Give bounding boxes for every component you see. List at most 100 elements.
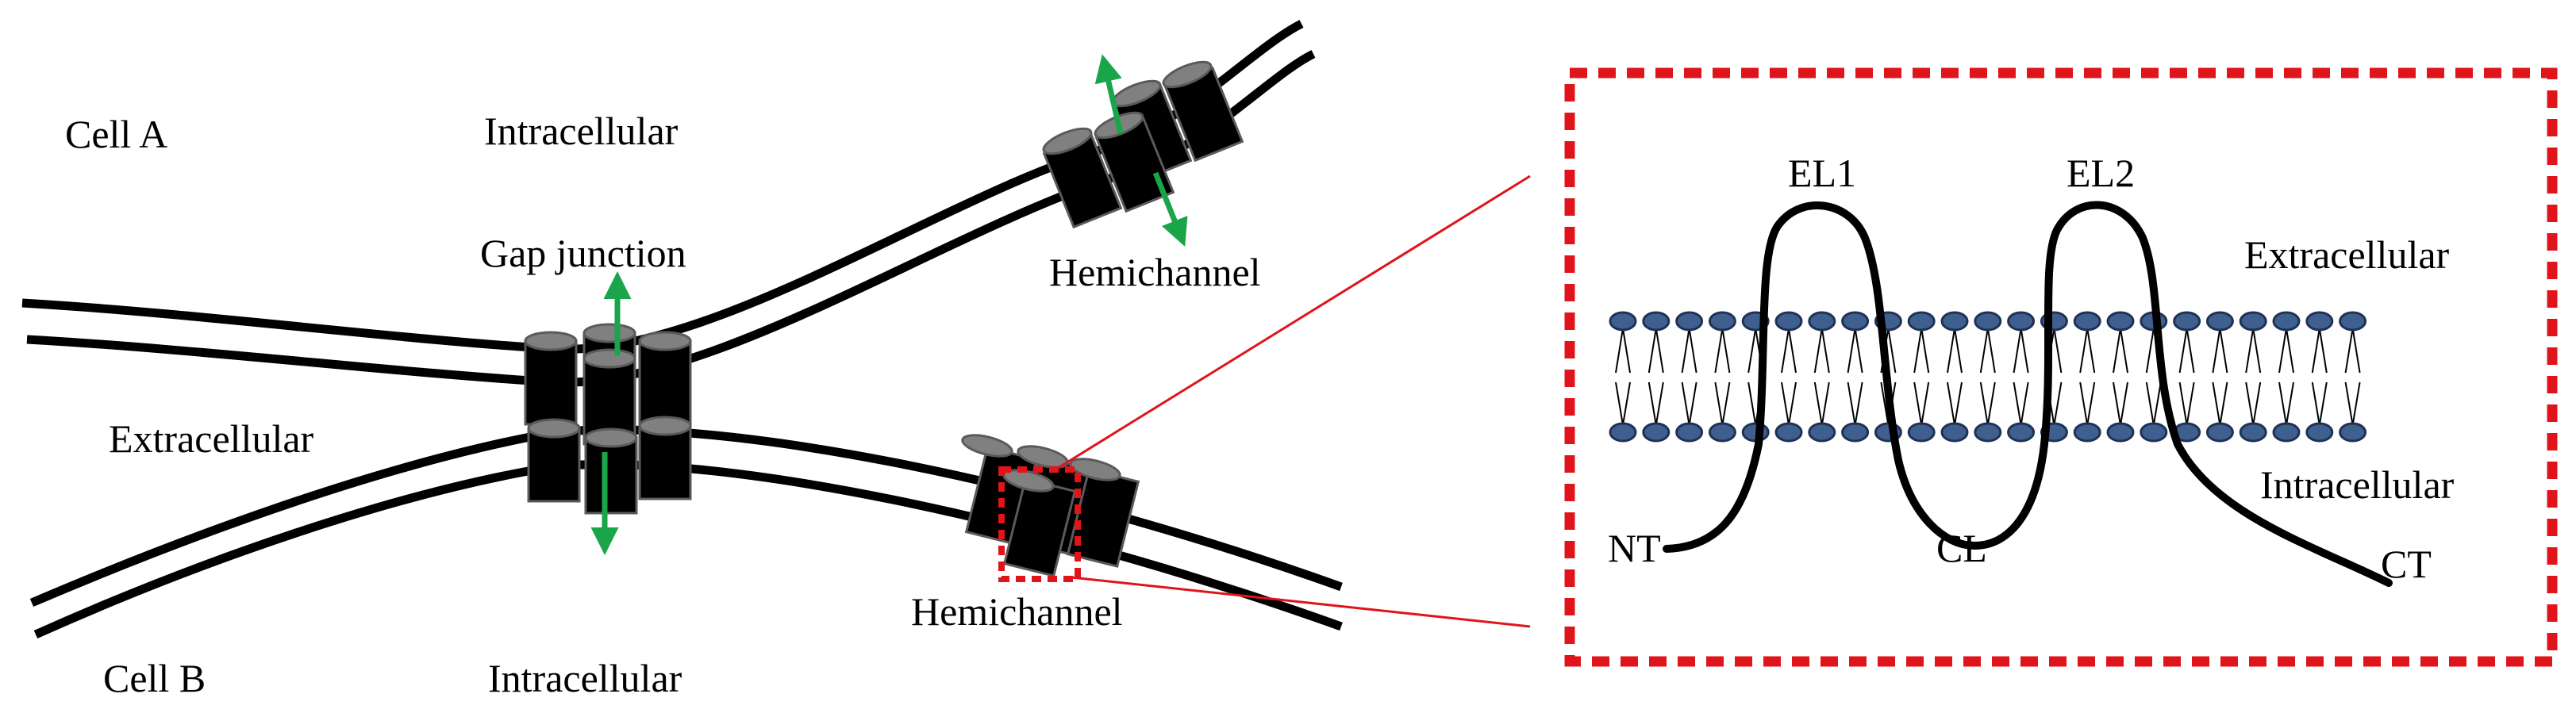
- lipid-tail: [2120, 381, 2128, 426]
- lipid-tail: [1847, 328, 1856, 374]
- lipid-tail: [1655, 381, 1664, 426]
- lipid-tail: [1979, 381, 1989, 426]
- lipid-head: [1675, 311, 1704, 332]
- lipid-tail: [1781, 381, 1790, 426]
- lipid-head: [2106, 311, 2135, 332]
- lipid-tail: [2079, 328, 2089, 374]
- lipid-tail: [2013, 381, 2022, 426]
- label-extracellular-inset: Extracellular: [2244, 232, 2450, 277]
- lipid-tail: [2178, 381, 2188, 426]
- lipid-head: [1907, 311, 1936, 332]
- lipid-head: [1841, 311, 1870, 332]
- label-hemichannel-bottom: Hemichannel: [911, 589, 1123, 634]
- label-intracellular-inset: Intracellular: [2260, 462, 2455, 507]
- lipid-head: [2305, 422, 2334, 443]
- gap-junction-lower-connexon: [527, 416, 692, 515]
- lipid-tail: [1681, 328, 1690, 374]
- lipid-head: [2007, 422, 2036, 443]
- lipid-head: [2339, 311, 2367, 332]
- lipid-head: [2073, 422, 2101, 443]
- label-intracellular-top: Intracellular: [484, 109, 679, 153]
- lipid-tail: [1721, 381, 1731, 426]
- label-cell-b: Cell B: [103, 656, 206, 700]
- gap-junction-flux-arrows: [590, 271, 632, 555]
- lipid-tail: [2145, 381, 2155, 426]
- lipid-tail: [1622, 328, 1631, 374]
- label-hemichannel-top: Hemichannel: [1049, 250, 1261, 294]
- lipid-tail: [2079, 381, 2089, 426]
- lipid-head: [1808, 311, 1836, 332]
- lipid-tail: [2286, 328, 2294, 374]
- label-el2: EL2: [2067, 151, 2135, 195]
- lipid-tail: [1847, 381, 1856, 426]
- lipid-tail: [1688, 328, 1697, 374]
- lipid-tail: [2318, 328, 2328, 374]
- lipid-tail: [2278, 328, 2287, 374]
- lipid-head: [2140, 422, 2168, 443]
- lipid-head: [1609, 422, 1637, 443]
- lipid-head: [1642, 311, 1671, 332]
- lipid-tail: [1615, 381, 1624, 426]
- zoom-highlight-box: [998, 466, 1081, 582]
- lipid-tail: [2286, 381, 2294, 426]
- lipid-tail: [2318, 381, 2328, 426]
- lipid-tail: [2252, 381, 2262, 426]
- connexin-protein-trace: [1663, 201, 2393, 587]
- lipid-head: [1940, 422, 1969, 443]
- lipid-head: [1940, 311, 1969, 332]
- lipid-tail: [1781, 328, 1790, 374]
- zoom-line-bottom: [1071, 576, 1531, 628]
- lipid-tail: [1954, 328, 1963, 374]
- lipid-head: [2272, 422, 2301, 443]
- lipid-tail: [2120, 328, 2128, 374]
- lipid-tail: [2086, 328, 2096, 374]
- lipid-tail: [1920, 328, 1930, 374]
- lipid-tail: [1947, 328, 1955, 374]
- lipid-head: [1642, 422, 1671, 443]
- lipid-tail: [1947, 381, 1955, 426]
- lipid-tail: [1688, 381, 1697, 426]
- label-nt: NT: [1608, 526, 1661, 570]
- lipid-tail: [2252, 328, 2262, 374]
- lipid-head: [1708, 311, 1736, 332]
- lipid-tail: [2311, 328, 2320, 374]
- lipid-tail: [1913, 328, 1923, 374]
- lipid-head: [2073, 311, 2101, 332]
- lipid-head: [2173, 311, 2201, 332]
- lipid-tail: [2178, 328, 2188, 374]
- lipid-tail: [2245, 328, 2255, 374]
- lipid-tail: [1920, 381, 1930, 426]
- lipid-tail: [2020, 381, 2029, 426]
- zoom-line-top: [1055, 174, 1531, 471]
- lipid-tail: [1747, 381, 1757, 426]
- lipid-tail: [2113, 328, 2121, 374]
- lipid-head: [1841, 422, 1870, 443]
- lipid-tail: [1854, 381, 1863, 426]
- lipid-tail: [1655, 328, 1664, 374]
- lipid-head: [1675, 422, 1704, 443]
- label-intracellular-bottom: Intracellular: [488, 656, 682, 700]
- lipid-tail: [1647, 381, 1657, 426]
- lipid-tail: [1854, 328, 1863, 374]
- label-cell-a: Cell A: [65, 112, 167, 156]
- lipid-tail: [1615, 328, 1624, 374]
- inset-frame: [1564, 67, 2558, 667]
- lipid-tail: [1986, 381, 1996, 426]
- lipid-tail: [2145, 328, 2155, 374]
- lipid-head: [1774, 311, 1803, 332]
- lipid-tail: [2152, 381, 2162, 426]
- lipid-tail: [1747, 328, 1757, 374]
- lipid-tail: [1714, 381, 1724, 426]
- lipid-tail: [1979, 328, 1989, 374]
- lipid-head: [2205, 311, 2234, 332]
- lipid-tail: [2053, 328, 2063, 374]
- label-cl: CL: [1936, 526, 1987, 570]
- lipid-head: [1974, 422, 2002, 443]
- lipid-tail: [2344, 381, 2354, 426]
- lipid-tail: [1813, 381, 1823, 426]
- lipid-tail: [1714, 328, 1724, 374]
- lipid-tail: [2020, 328, 2029, 374]
- lipid-tail: [2344, 328, 2354, 374]
- lipid-tail: [2219, 381, 2228, 426]
